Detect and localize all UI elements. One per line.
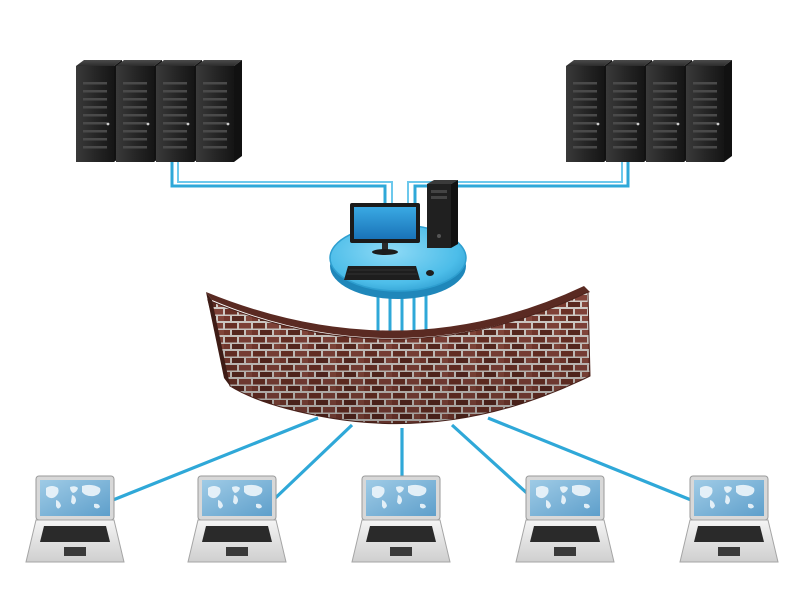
link-laptop-5	[487, 416, 697, 504]
client-links	[107, 416, 697, 507]
link-laptop-4	[450, 423, 542, 507]
server-unit	[646, 60, 692, 162]
server-unit	[686, 60, 732, 162]
link-laptop-1	[107, 416, 319, 504]
world-map-icon	[208, 484, 263, 509]
laptop-4	[515, 475, 615, 563]
world-map-icon	[372, 484, 427, 509]
left-server-rack	[76, 60, 242, 162]
server-unit	[196, 60, 242, 162]
server-unit	[566, 60, 612, 162]
world-map-icon	[700, 484, 755, 509]
world-map-icon	[536, 484, 591, 509]
world-map-icon	[46, 484, 101, 509]
desktop-tower-icon	[427, 180, 458, 248]
laptop-3	[351, 475, 451, 563]
server-unit	[156, 60, 202, 162]
server-links	[170, 158, 630, 218]
keyboard-icon	[344, 266, 420, 280]
desktop-monitor-icon	[350, 203, 420, 255]
right-server-link-2	[407, 158, 623, 218]
wall-side	[206, 292, 230, 386]
wall-top	[206, 286, 590, 339]
server-unit	[116, 60, 162, 162]
laptop-2	[187, 475, 287, 563]
right-server-link	[413, 158, 630, 218]
mouse-icon	[426, 270, 434, 276]
client-laptops	[25, 475, 779, 563]
link-laptop-2	[266, 423, 354, 507]
right-server-rack	[566, 60, 732, 162]
server-unit	[76, 60, 122, 162]
server-unit	[606, 60, 652, 162]
laptop-5	[679, 475, 779, 563]
laptop-1	[25, 475, 125, 563]
left-server-link	[170, 158, 387, 218]
left-server-link-2	[177, 158, 393, 218]
central-workstation	[329, 180, 467, 299]
firewall-brick-wall	[206, 286, 591, 425]
